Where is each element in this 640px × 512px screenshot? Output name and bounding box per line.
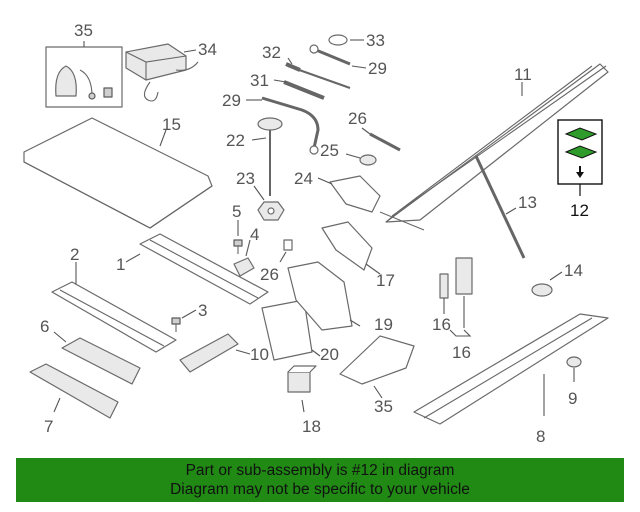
banner-line-2: Diagram may not be specific to your vehi… <box>170 481 470 498</box>
part-31-screwdriver <box>285 57 351 89</box>
part-35-bracket <box>339 335 415 399</box>
callout-4: 4 <box>250 225 259 244</box>
callout-31: 32 <box>262 43 281 62</box>
part-16-latch <box>449 257 473 337</box>
part-8-bumper <box>413 313 609 425</box>
callout-33: 34 <box>198 40 217 59</box>
part-28-jack-handle <box>246 96 320 155</box>
callout-2: 2 <box>70 245 79 264</box>
callout-5: 5 <box>232 202 241 221</box>
part-15-cargo-floor <box>23 117 213 229</box>
callout-18: 18 <box>302 417 321 436</box>
part-25-bracket <box>317 175 381 213</box>
callout-19: 17 <box>376 271 395 290</box>
part-30-tool <box>273 79 325 100</box>
banner-line-1: Part or sub-assembly is #12 in diagram <box>185 462 455 479</box>
info-banner: Part or sub-assembly is #12 in diagram D… <box>16 458 624 502</box>
callout-1: 1 <box>116 255 125 274</box>
part-5-bolt <box>233 220 243 254</box>
part-32-clip <box>328 34 364 46</box>
part-11-liftgate <box>379 63 609 231</box>
callout-32: 33 <box>366 31 385 50</box>
callout-11: 11 <box>514 65 532 84</box>
callout-15: 15 <box>162 115 181 134</box>
exploded-parts-diagram: 35 34 15 33 29 32 31 <box>23 21 609 446</box>
part-10-bracket <box>179 333 251 373</box>
callout-16: 16 <box>452 343 471 362</box>
callout-30: 31 <box>250 71 269 90</box>
callout-14: 14 <box>564 261 583 280</box>
callout-20: 19 <box>374 315 393 334</box>
part-23-wing-nut <box>253 185 285 221</box>
part-4-bracket <box>233 239 255 277</box>
callout-17: 16 <box>432 315 451 334</box>
callout-34: 35 <box>74 21 93 40</box>
part-18-block <box>287 365 317 413</box>
callout-28: 29 <box>222 91 241 110</box>
part-7-panel <box>29 363 119 419</box>
part-22-jack <box>251 117 283 196</box>
part-33-compressor <box>125 43 199 102</box>
part-19-bracket <box>321 221 381 275</box>
callout-9: 9 <box>568 389 577 408</box>
callout-29: 29 <box>368 59 387 78</box>
part-3-screw <box>171 309 197 332</box>
part-13-strut <box>474 155 526 259</box>
part-14-plug <box>531 271 563 297</box>
callout-13: 13 <box>518 193 537 212</box>
part-34-kit <box>45 41 123 108</box>
part-29-wrench <box>309 44 367 69</box>
part-6-panel <box>53 331 141 385</box>
part-24-clip <box>279 239 293 263</box>
callout-10: 10 <box>250 345 269 364</box>
callout-25: 24 <box>294 169 313 188</box>
part-21-bracket <box>261 299 321 361</box>
part-26-fitting <box>345 153 377 166</box>
callout-21: 20 <box>320 345 339 364</box>
callout-35: 35 <box>374 397 393 416</box>
part-27-rod <box>361 127 401 152</box>
callout-23: 23 <box>236 169 255 188</box>
callout-6: 6 <box>40 317 49 336</box>
part-12-highlight-box <box>557 119 603 196</box>
callout-27: 26 <box>348 109 367 128</box>
callout-7: 7 <box>44 417 53 436</box>
callout-8: 8 <box>536 427 545 446</box>
part-20-mount <box>287 261 361 331</box>
callout-12: 12 <box>570 201 589 220</box>
callout-26: 25 <box>320 141 339 160</box>
part-9-fastener <box>566 356 582 382</box>
part-2-trim-panel <box>51 262 177 353</box>
callout-22: 22 <box>226 131 245 150</box>
callout-3: 3 <box>198 301 207 320</box>
part-17-latch <box>439 273 449 314</box>
callout-24: 26 <box>260 265 279 284</box>
part-1-sill-plate <box>125 233 269 305</box>
